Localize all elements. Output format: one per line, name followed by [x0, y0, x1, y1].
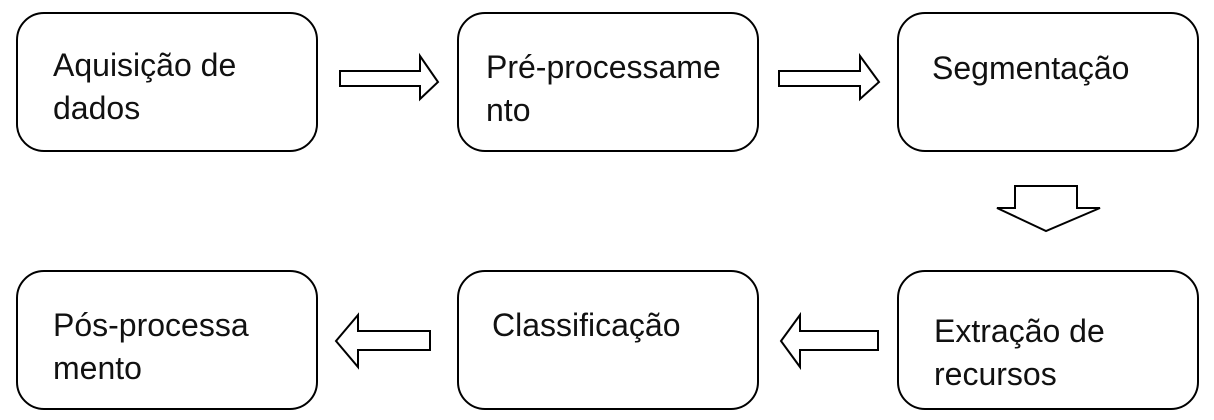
step-box-extracao: Extração de recursos	[897, 270, 1199, 410]
step-box-classificacao: Classificação	[457, 270, 759, 410]
arrow-left-icon	[334, 312, 431, 370]
arrow-left-icon	[779, 311, 879, 371]
step-label-aquisicao: Aquisição de dados	[53, 47, 237, 126]
step-box-pos-processamento: Pós-processa mento	[16, 270, 318, 410]
step-label-pos-processamento: Pós-processa mento	[53, 307, 249, 386]
step-box-segmentacao: Segmentação	[897, 12, 1199, 152]
step-label-pre-processamento: Pré-processame nto	[486, 49, 721, 128]
step-label-extracao: Extração de recursos	[934, 313, 1105, 392]
step-label-classificacao: Classificação	[492, 307, 681, 343]
arrow-right-icon	[339, 52, 440, 102]
step-box-aquisicao: Aquisição de dados	[16, 12, 318, 152]
step-box-pre-processamento: Pré-processame nto	[457, 12, 759, 152]
arrow-down-icon	[996, 185, 1101, 233]
step-label-segmentacao: Segmentação	[932, 50, 1130, 86]
arrow-right-icon	[778, 52, 881, 102]
